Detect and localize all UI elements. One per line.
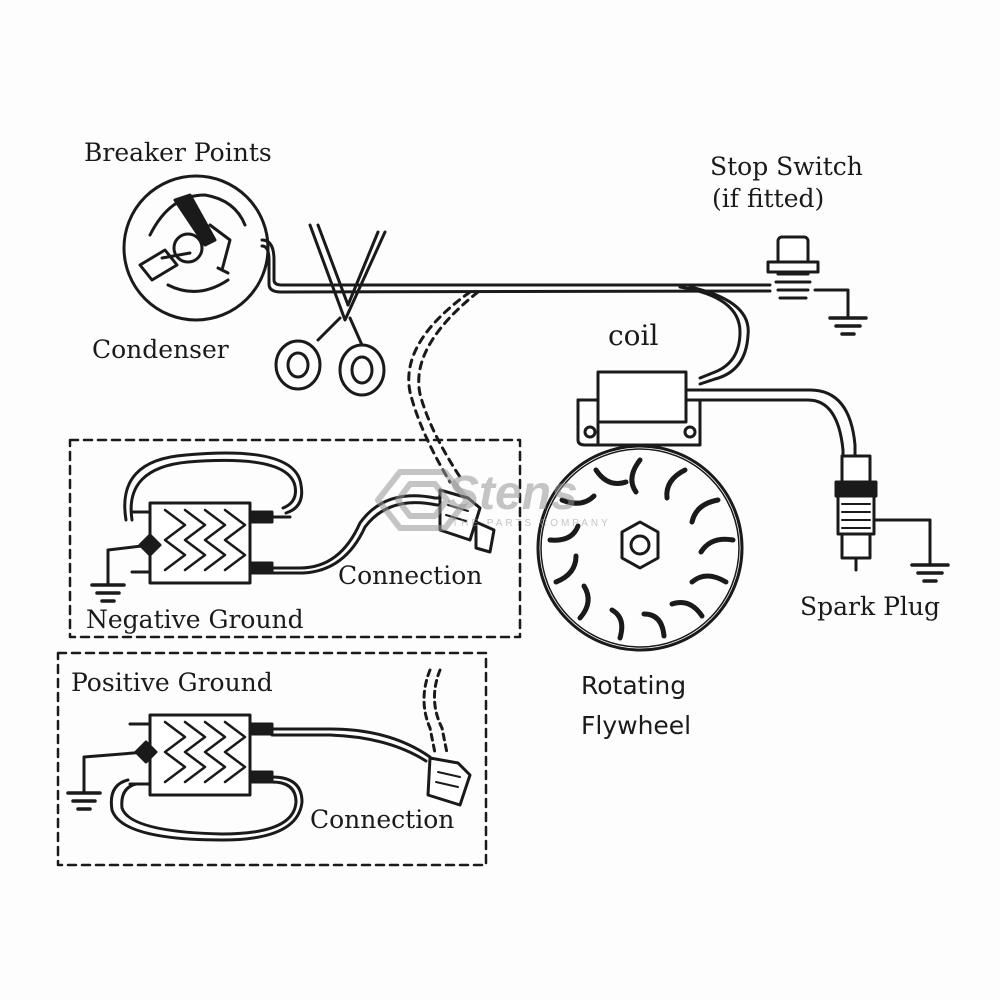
watermark-brand: Stens (447, 467, 578, 520)
dashed-connection-wire (407, 290, 480, 484)
ht-lead (684, 388, 857, 464)
ignition-coil (576, 370, 702, 447)
flywheel-label: Flywheel (581, 711, 692, 740)
negative-ground-box (68, 438, 522, 639)
rotating-label: Rotating (581, 671, 687, 700)
stop-switch-note: (if fitted) (712, 184, 825, 213)
positive-ground-assembly (66, 668, 472, 842)
stop-switch-label: Stop Switch (710, 152, 863, 181)
spark-plug (834, 454, 950, 583)
breaker-points-label: Breaker Points (84, 138, 272, 167)
scissors-icon (274, 223, 387, 397)
condenser-label: Condenser (92, 335, 229, 364)
spark-plug-label: Spark Plug (800, 592, 941, 621)
stens-logo-mark (375, 469, 470, 531)
coil-label: coil (608, 319, 659, 352)
main-wire (260, 238, 772, 294)
positive-ground-box (56, 651, 488, 867)
breaker-points-disc (122, 174, 270, 322)
negative-ground-label: Negative Ground (86, 605, 304, 634)
connection-negative-label: Connection (338, 561, 483, 590)
rotating-flywheel (536, 444, 744, 652)
coil-primary-wire (678, 285, 750, 386)
connection-positive-label: Connection (310, 805, 455, 834)
positive-ground-label: Positive Ground (71, 668, 273, 697)
watermark-tagline: THE PARTS COMPANY (452, 518, 611, 529)
stop-switch (766, 235, 868, 336)
